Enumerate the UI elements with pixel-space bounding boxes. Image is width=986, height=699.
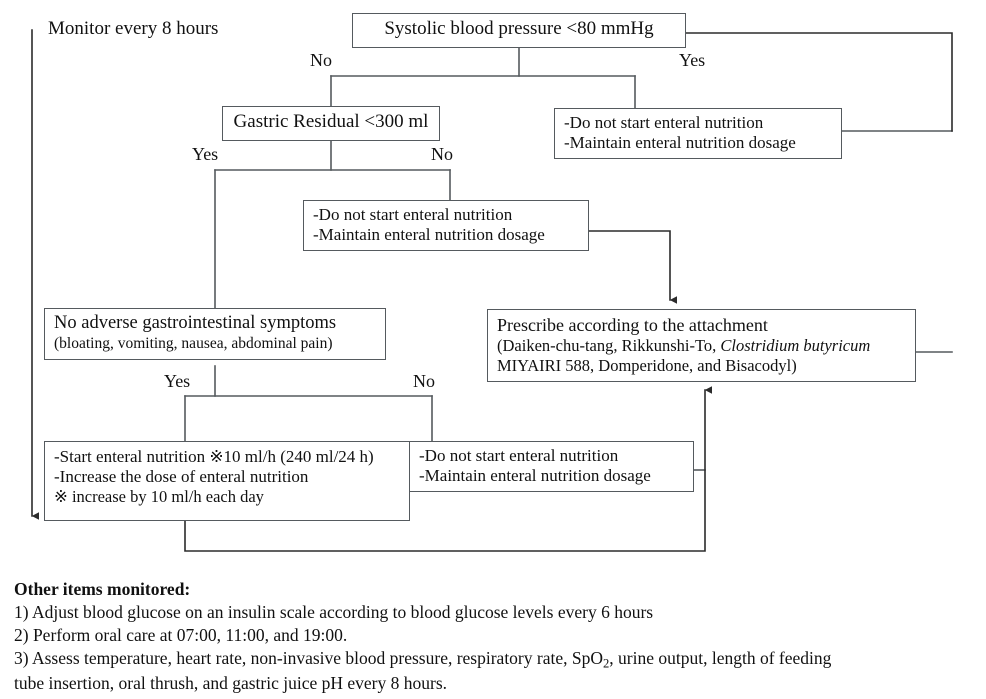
node-start-enteral-nutrition[interactable]: -Start enteral nutrition ※10 ml/h (240 m… [44, 441, 410, 521]
node-prescribe-attachment-species-italic: Clostridium butyricum [720, 336, 871, 356]
connector-lines [31, 29, 953, 552]
node-prescribe-attachment[interactable]: Prescribe according to the attachment (D… [487, 309, 916, 382]
notes-item-3: 3) Assess temperature, heart rate, non-i… [14, 647, 976, 672]
node-start-enteral-nutrition-line-3: ※ increase by 10 ml/h each day [54, 487, 264, 507]
node-no-adverse-gi-symptoms-line-2: (bloating, vomiting, nausea, abdominal p… [54, 334, 333, 352]
wire-return-to-sbp [648, 29, 953, 132]
notes-item-2: 2) Perform oral care at 07:00, 11:00, an… [14, 625, 348, 646]
edge-label-symptoms-yes: Yes [164, 371, 191, 391]
node-no-adverse-gi-symptoms[interactable]: No adverse gastrointestinal symptoms (bl… [44, 308, 386, 360]
flow-diagram: Monitor every 8 hours Systolic blood pre… [31, 13, 953, 552]
node-prescribe-attachment-line-1: Prescribe according to the attachment [497, 315, 768, 335]
node-systolic-blood-pressure[interactable]: Systolic blood pressure <80 mmHg [352, 13, 686, 48]
edge-label-gastric-yes: Yes [192, 144, 219, 164]
node-hold-enteral-nutrition-bottom[interactable]: -Do not start enteral nutrition -Maintai… [409, 441, 694, 492]
notes-item-1: 1) Adjust blood glucose on an insulin sc… [14, 602, 654, 623]
node-hold-enteral-nutrition-top-line-1: -Do not start enteral nutrition [564, 113, 764, 132]
node-hold-enteral-nutrition-middle-line-1: -Do not start enteral nutrition [313, 205, 513, 224]
node-start-enteral-nutrition-line-2: -Increase the dose of enteral nutrition [54, 467, 309, 487]
edge-label-sbp-no: No [310, 50, 332, 70]
node-hold-enteral-nutrition-middle-line-2: -Maintain enteral nutrition dosage [313, 225, 545, 245]
node-hold-enteral-nutrition-middle[interactable]: -Do not start enteral nutrition -Maintai… [303, 200, 589, 251]
node-hold-enteral-nutrition-top-line-2: -Maintain enteral nutrition dosage [564, 133, 796, 153]
other-items-monitored-notes: Other items monitored: 1) Adjust blood g… [14, 578, 976, 696]
node-no-adverse-gi-symptoms-line-1: No adverse gastrointestinal symptoms [54, 313, 337, 333]
wire-holdmid-to-prescribe [588, 230, 677, 304]
edge-label-symptoms-no: No [413, 371, 435, 391]
node-gastric-residual[interactable]: Gastric Residual <300 ml [222, 106, 440, 141]
node-prescribe-attachment-line-2: (Daiken-chu-tang, Rikkunshi-To, Clostrid… [497, 336, 906, 355]
monitor-every-8-hours-note: Monitor every 8 hours [48, 18, 219, 39]
wire-bottom-return-loop [184, 386, 712, 552]
node-hold-enteral-nutrition-top[interactable]: -Do not start enteral nutrition -Maintai… [554, 108, 842, 159]
notes-item-3-continued: tube insertion, oral thrush, and gastric… [14, 673, 448, 694]
notes-item-3-part-a: 3) Assess temperature, heart rate, non-i… [14, 648, 603, 669]
notes-item-3-part-b: , urine output, length of feeding [609, 648, 832, 669]
node-prescribe-attachment-line-3: MIYAIRI 588, Domperidone, and Bisacodyl) [497, 355, 797, 375]
edge-label-gastric-no: No [431, 144, 453, 164]
node-start-enteral-nutrition-line-1: -Start enteral nutrition ※10 ml/h (240 m… [54, 447, 374, 466]
node-prescribe-attachment-line-2-plain: (Daiken-chu-tang, Rikkunshi-To, [497, 336, 721, 356]
node-gastric-residual-line-1: Gastric Residual <300 ml [233, 111, 429, 132]
node-systolic-blood-pressure-line-1: Systolic blood pressure <80 mmHg [384, 18, 654, 39]
notes-heading: Other items monitored: [14, 579, 191, 599]
node-hold-enteral-nutrition-bottom-line-1: -Do not start enteral nutrition [419, 446, 619, 465]
node-hold-enteral-nutrition-bottom-line-2: -Maintain enteral nutrition dosage [419, 466, 651, 486]
edge-label-sbp-yes: Yes [679, 50, 706, 70]
notes-item-3-subscript: 2 [602, 656, 610, 671]
